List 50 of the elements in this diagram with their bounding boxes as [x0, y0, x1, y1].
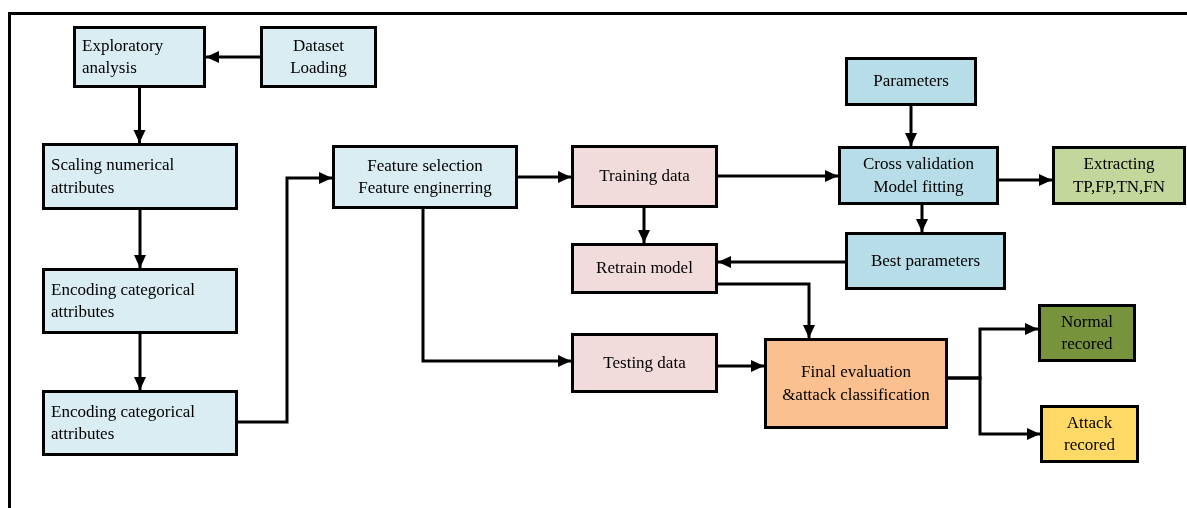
process-box: [764, 338, 948, 429]
box-text: Best parameters: [870, 249, 980, 272]
process-box: [73, 26, 206, 88]
box-text: Training data: [599, 165, 690, 188]
arrow: [718, 282, 815, 338]
arrow: [718, 360, 764, 372]
arrow: [905, 106, 917, 146]
box-text: Encoding categorical attributes: [51, 400, 196, 445]
box-text: Feature selection: [367, 154, 483, 177]
arrow: [518, 171, 571, 183]
arrow: [999, 174, 1052, 186]
arrow: [948, 376, 1040, 440]
box-text: Attack recored: [1063, 411, 1116, 456]
process-box: [845, 57, 977, 106]
box-text: Encoding categorical attributes: [51, 278, 196, 323]
process-box: [260, 26, 377, 88]
box-text: Final evaluation &attack classification: [781, 361, 931, 406]
process-box: [845, 232, 1006, 290]
process-box: [571, 145, 718, 208]
box-text: Normal recored: [1060, 310, 1114, 355]
box-text: Dataset Loading: [289, 34, 348, 79]
box-text: Extracting TP,FP,TN,FN: [1071, 153, 1167, 198]
box-text: Feature enginerring: [358, 177, 492, 199]
arrow: [916, 205, 928, 232]
process-box: [42, 268, 238, 334]
process-box: [838, 146, 999, 205]
arrow: [638, 208, 650, 243]
process-box: [1052, 146, 1186, 205]
process-box: [1038, 304, 1136, 362]
process-box: [332, 145, 518, 209]
process-box: [42, 143, 238, 210]
arrow: [421, 209, 571, 367]
process-box: [42, 390, 238, 456]
arrow: [718, 170, 838, 182]
arrow: [718, 256, 845, 268]
box-text: Exploratory analysis: [82, 34, 165, 79]
process-box: [1040, 405, 1139, 463]
box-text: Parameters: [873, 70, 949, 93]
process-box: [571, 333, 718, 393]
arrow: [134, 334, 146, 390]
box-text: Scaling numerical attributes: [51, 154, 176, 199]
arrow: [133, 88, 146, 143]
box-text: Retrain model: [596, 257, 693, 280]
process-box: [571, 243, 718, 294]
arrow: [134, 210, 146, 268]
box-text: Cross validation: [863, 153, 974, 176]
box-text: Testing data: [603, 351, 686, 374]
box-text: Model fitting: [873, 175, 964, 198]
arrow: [238, 172, 332, 424]
arrow: [206, 51, 260, 63]
